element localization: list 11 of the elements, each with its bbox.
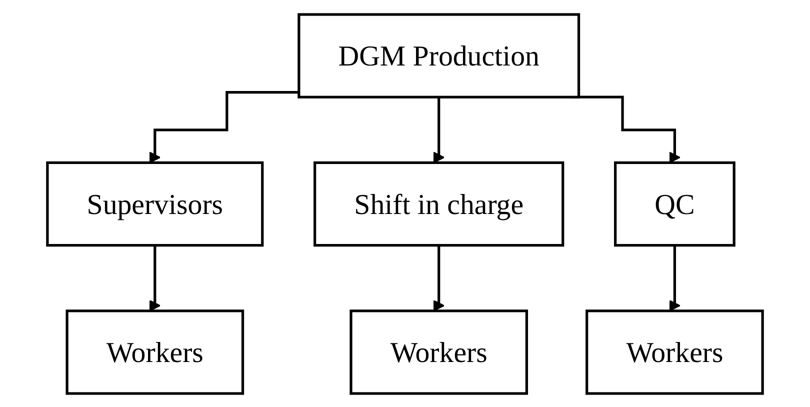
arrow bbox=[433, 244, 445, 311]
node-box: DGM Production bbox=[298, 12, 580, 98]
node-box: QC bbox=[614, 160, 736, 246]
node-box: Supervisors bbox=[46, 160, 264, 246]
node-box: Workers bbox=[350, 309, 528, 394]
arrow bbox=[149, 90, 299, 163]
arrow bbox=[668, 244, 680, 311]
node-box: Workers bbox=[66, 309, 244, 394]
node-box: Shift in charge bbox=[314, 160, 564, 246]
arrow bbox=[149, 244, 161, 311]
node-box: Workers bbox=[586, 309, 764, 394]
